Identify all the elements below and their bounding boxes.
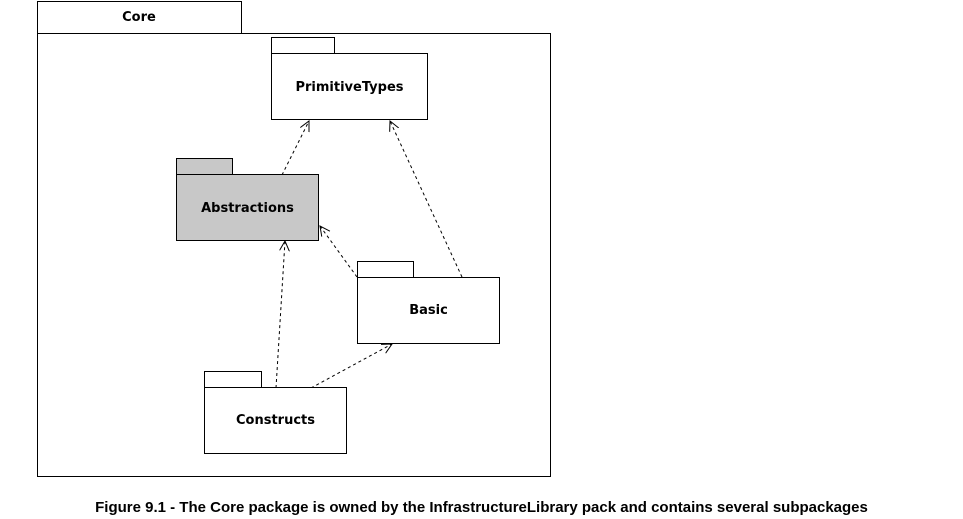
package-basic: Basic bbox=[357, 261, 500, 344]
package-abstractions-label: Abstractions bbox=[201, 201, 294, 216]
dependency-abstractions-to-primitivetypes bbox=[281, 121, 309, 176]
package-constructs-tab bbox=[204, 371, 262, 388]
package-primitivetypes-label: PrimitiveTypes bbox=[295, 80, 403, 95]
package-basic-body bbox=[357, 277, 500, 344]
core-package-tab bbox=[37, 1, 242, 34]
package-constructs: Constructs bbox=[204, 371, 347, 454]
dependency-arrows bbox=[275, 121, 463, 389]
package-primitivetypes-body bbox=[271, 53, 428, 120]
dependency-constructs-to-abstractions bbox=[275, 241, 285, 389]
package-basic-label: Basic bbox=[409, 303, 448, 318]
dependency-basic-to-primitivetypes bbox=[390, 121, 463, 278]
package-abstractions: Abstractions bbox=[176, 158, 319, 241]
package-abstractions-body bbox=[176, 174, 319, 241]
figure-caption: Figure 9.1 - The Core package is owned b… bbox=[95, 499, 868, 516]
dependency-basic-to-abstractions bbox=[320, 226, 358, 278]
package-primitivetypes-tab bbox=[271, 37, 335, 54]
package-constructs-label: Constructs bbox=[236, 413, 315, 428]
core-package-diagram: Core PrimitiveTypes Abstractions Basic C… bbox=[37, 1, 551, 477]
package-abstractions-tab bbox=[176, 158, 233, 175]
package-basic-tab bbox=[357, 261, 414, 278]
core-package-label: Core bbox=[122, 10, 156, 25]
package-constructs-body bbox=[204, 387, 347, 454]
package-primitivetypes: PrimitiveTypes bbox=[271, 37, 428, 120]
